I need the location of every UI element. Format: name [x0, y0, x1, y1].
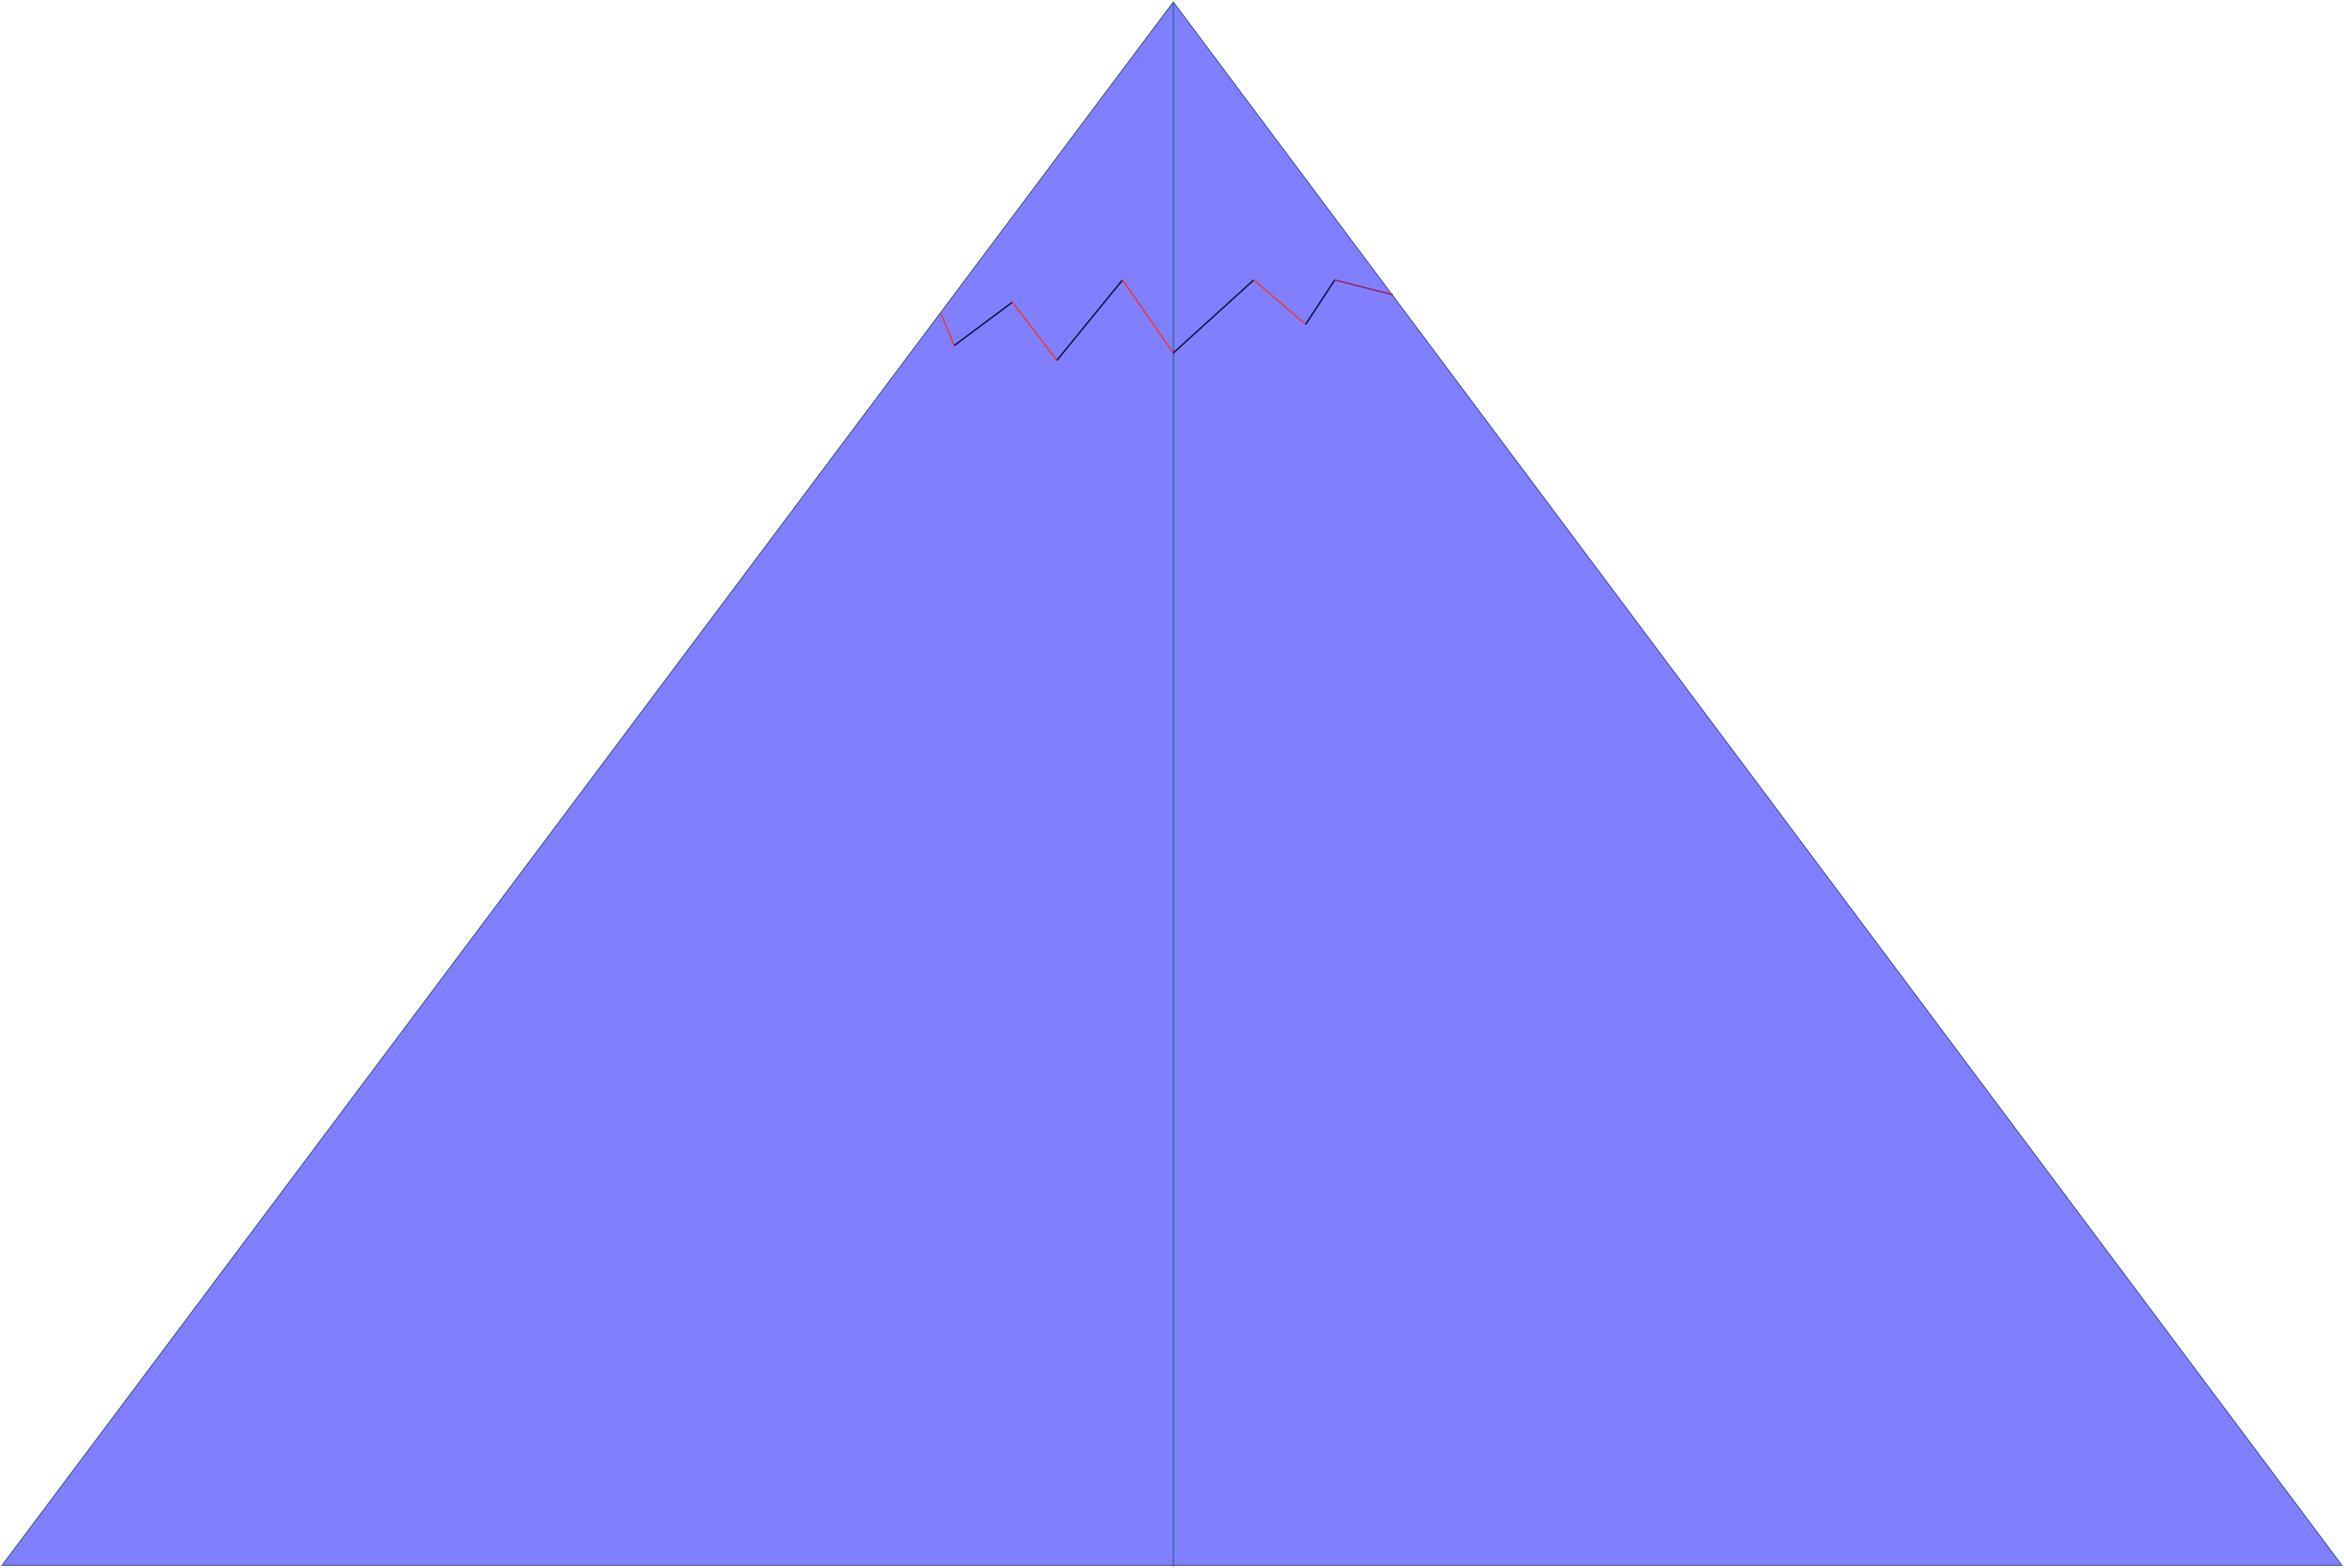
zigzag-segment [1121, 279, 1174, 354]
zigzag-segment [1056, 279, 1124, 361]
zigzag-segment [1253, 279, 1306, 325]
zigzag-segment [1305, 279, 1336, 325]
zigzag-segment [940, 313, 955, 346]
zigzag-crease [940, 279, 1393, 361]
zigzag-segment [1011, 302, 1058, 361]
zigzag-segment [1172, 279, 1255, 354]
zigzag-segment [954, 301, 1013, 347]
zigzag-segment [1334, 279, 1393, 296]
